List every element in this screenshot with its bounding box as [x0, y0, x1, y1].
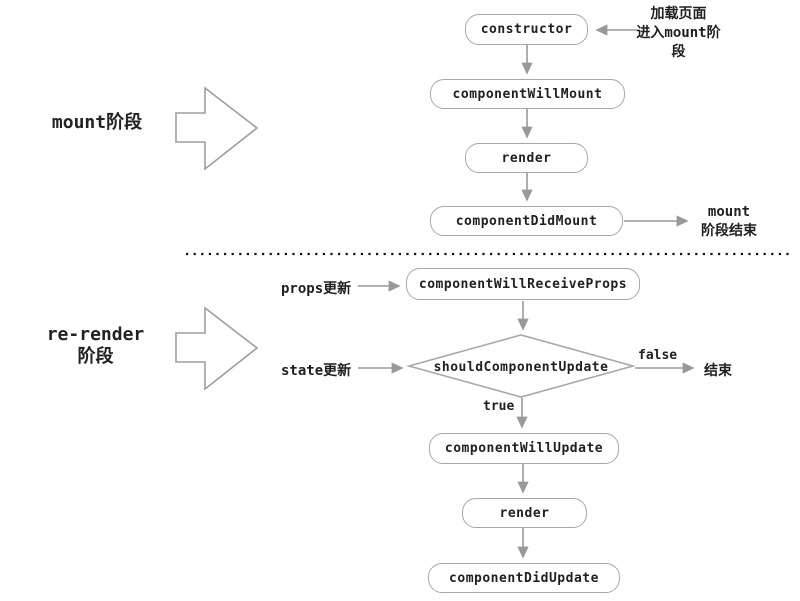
branch-false-label: false [638, 348, 678, 363]
props-update-trigger-label: props更新 [281, 281, 352, 297]
state-update-trigger-label: state更新 [281, 363, 352, 379]
mount-entry-note: 加载页面 进入mount阶 段 [626, 5, 731, 62]
mount-entry-note-line1: 加载页面 [650, 6, 707, 22]
end-label: 结束 [704, 363, 732, 379]
decision-should-component-update-label: shouldComponentUpdate [433, 360, 609, 375]
node-constructor: constructor [465, 14, 588, 45]
rerender-phase-big-arrow-icon [175, 306, 259, 391]
branch-true-label: true [483, 399, 515, 414]
mount-phase-label: mount阶段 [51, 112, 143, 133]
node-component-will-receive-props: componentWillReceiveProps [406, 268, 640, 300]
mount-entry-note-line3: 段 [671, 44, 686, 60]
node-component-will-update: componentWillUpdate [429, 433, 619, 464]
node-render-rerender: render [462, 498, 587, 528]
mount-exit-note-line2: 阶段结束 [701, 223, 757, 239]
node-render-mount: render [465, 143, 588, 173]
mount-exit-note-line1: mount [707, 204, 751, 220]
mount-phase-big-arrow-icon [175, 86, 259, 171]
decision-diamond [406, 334, 636, 398]
rerender-phase-label-line2: 阶段 [77, 346, 114, 367]
rerender-phase-label: re-render 阶段 [28, 324, 163, 368]
mount-entry-note-line2: 进入mount阶 [636, 25, 721, 41]
rerender-phase-label-line1: re-render [46, 324, 145, 345]
node-component-will-mount: componentWillMount [430, 79, 625, 109]
node-component-did-mount: componentDidMount [430, 206, 623, 236]
mount-exit-note: mount 阶段结束 [693, 203, 765, 241]
node-component-did-update: componentDidUpdate [428, 563, 620, 593]
